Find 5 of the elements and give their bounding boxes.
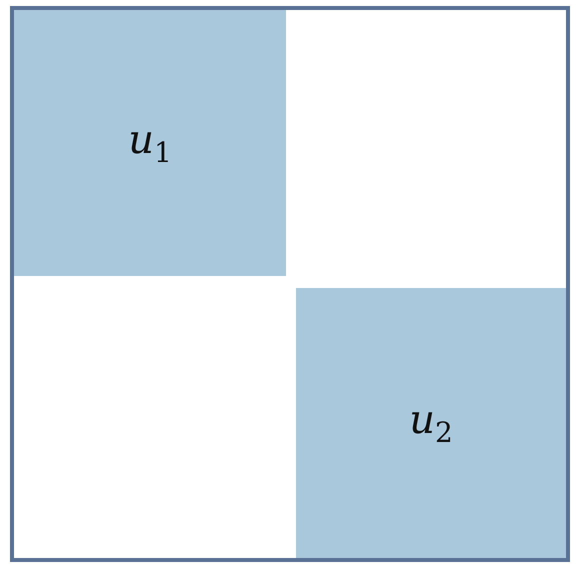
outer-square	[10, 6, 570, 562]
variable-label: u$_{2}$	[409, 397, 453, 449]
shaded-block	[296, 288, 566, 558]
variable-label: u$_{1}$	[128, 117, 172, 169]
shaded-block	[14, 10, 286, 276]
